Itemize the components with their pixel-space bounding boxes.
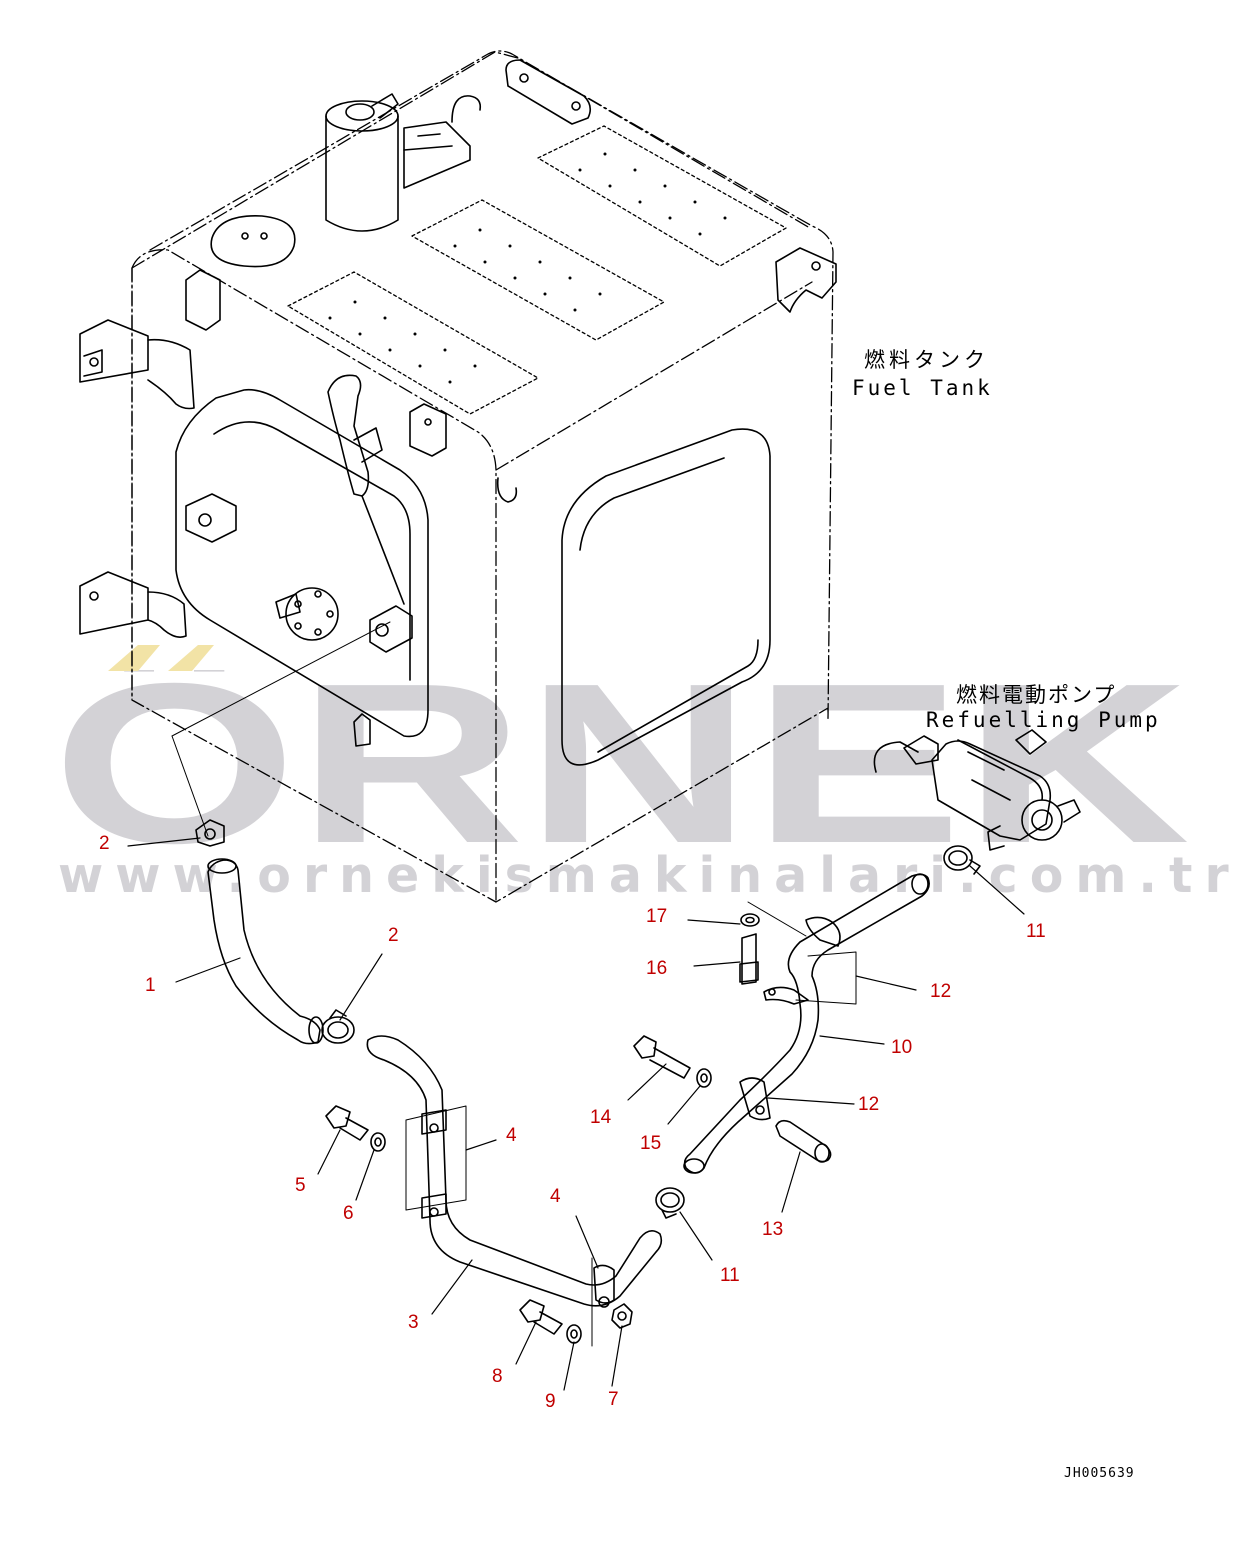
part-16-bolt [739, 933, 759, 985]
filler-cap [325, 93, 471, 232]
part-11-clamp-upper [943, 845, 981, 875]
part-label-4-upper: 4 [506, 1125, 517, 1146]
part-3-pipe [366, 1035, 663, 1307]
part-label-9: 9 [545, 1391, 556, 1412]
part-5-bolt [325, 1105, 369, 1141]
part-label-2-upper: 2 [99, 833, 110, 854]
part-17-washer [740, 913, 760, 927]
part-label-7: 7 [608, 1389, 619, 1410]
part-label-16: 16 [646, 958, 668, 979]
part-label-13: 13 [762, 1219, 784, 1240]
part-12-clamp-upper [763, 916, 857, 1005]
fuel-sender [275, 587, 339, 641]
part-13-sleeve [775, 1119, 832, 1163]
fuel-tank-caption-jp: 燃料タンク [864, 348, 989, 372]
part-label-2-lower: 2 [388, 925, 399, 946]
part-7-nut [611, 1303, 633, 1329]
part-2-clamp-lower [321, 1009, 355, 1044]
part-label-14: 14 [590, 1107, 612, 1128]
part-12-clamp-lower [739, 1077, 771, 1121]
part-15-washer [696, 1068, 712, 1088]
watermark-url: www.ornekismakinalari.com.tr [58, 847, 1241, 904]
top-cover-panels [287, 125, 787, 415]
drawing-number: JH005639 [1064, 1466, 1135, 1481]
part-label-12-lower: 12 [858, 1094, 880, 1115]
refuelling-pump [873, 729, 1081, 851]
part-label-15: 15 [640, 1133, 662, 1154]
part-6-washer [370, 1132, 386, 1152]
part-label-17: 17 [646, 906, 668, 927]
part-1-hose [207, 858, 324, 1045]
part-4-clamp-upper [405, 1105, 467, 1219]
fuel-tank [79, 50, 837, 903]
pump-caption-jp: 燃料電動ポンプ [956, 683, 1117, 707]
part-label-12-upper: 12 [930, 981, 952, 1002]
pump-caption-en: Refuelling Pump [926, 708, 1161, 732]
part-label-5: 5 [295, 1175, 306, 1196]
part-label-10: 10 [891, 1037, 913, 1058]
part-label-6: 6 [343, 1203, 354, 1224]
part-label-8: 8 [492, 1366, 503, 1387]
part-4-clamp-lower [591, 1257, 615, 1347]
part-label-1: 1 [145, 975, 156, 996]
part-14-bolt [633, 1035, 691, 1079]
part-10-pipe [683, 873, 930, 1174]
part-label-11-lower: 11 [720, 1265, 740, 1286]
part-label-3: 3 [408, 1312, 419, 1333]
part-label-11-upper: 11 [1026, 921, 1046, 942]
part-2-clamp-upper [195, 819, 225, 847]
part-11-clamp-lower [655, 1187, 685, 1219]
part-label-4-lower: 4 [550, 1186, 561, 1207]
fuel-tank-caption-en: Fuel Tank [852, 376, 993, 400]
leader-lines [127, 837, 1025, 1391]
part-8-bolt [519, 1299, 563, 1335]
part-9-washer [566, 1324, 582, 1344]
watermark-accent [108, 645, 214, 671]
